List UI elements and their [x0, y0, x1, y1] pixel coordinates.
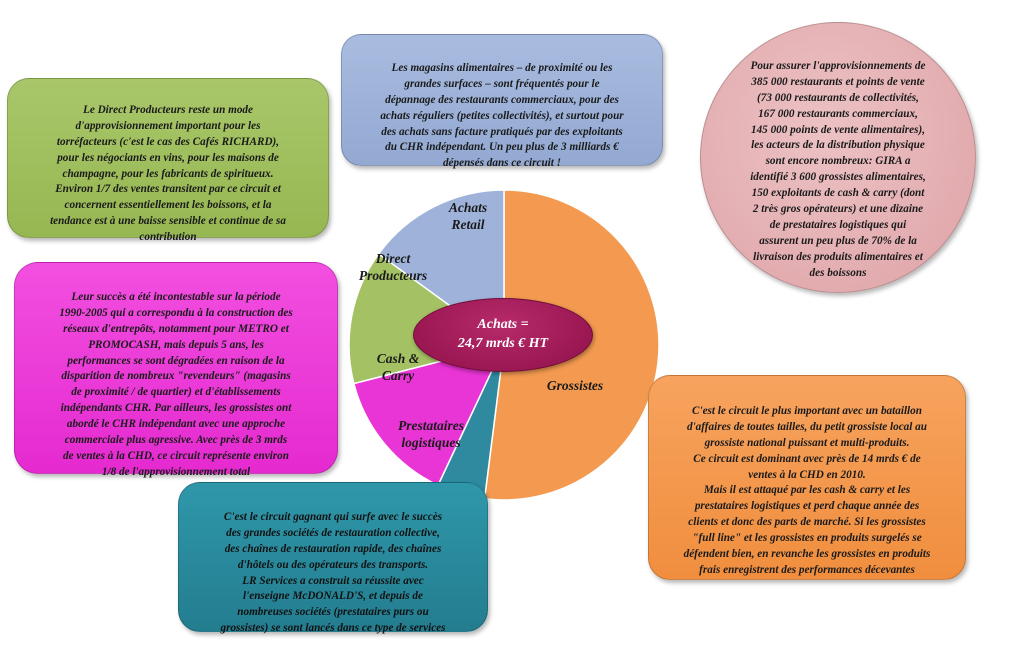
center-label-line1: Achats =	[477, 317, 529, 333]
cash-carry-info-box: Leur succès a été incontestable sur la p…	[14, 262, 338, 478]
pie-label-grossistes: Grossistes	[546, 378, 604, 393]
prestataires-text: C'est le circuit gagnant qui surfe avec …	[220, 510, 446, 635]
pie-label-prestataires: Prestataires logistiques	[398, 418, 464, 450]
cash-carry-text: Leur succès a été incontestable sur la p…	[59, 290, 293, 478]
distribution-actors-text: Pour assurer l'approvisionnements de 385…	[750, 59, 926, 279]
pie-center-total-label: Achats = 24,7 mrds € HT	[413, 298, 593, 372]
pie-label-retail: Achats Retail	[448, 200, 488, 232]
pie-label-cash: Cash & Carry	[376, 351, 420, 383]
distribution-actors-info-circle: Pour assurer l'approvisionnements de 385…	[700, 22, 976, 293]
grossistes-info-box: C'est le circuit le plus important avec …	[648, 375, 966, 580]
grossistes-text: C'est le circuit le plus important avec …	[683, 404, 931, 576]
center-label-line2: 24,7 mrds € HT	[457, 336, 549, 351]
magasins-alimentaires-info-box: Les magasins alimentaires – de proximité…	[341, 34, 663, 169]
direct-producteurs-text: Le Direct Producteurs reste un mode d'ap…	[50, 103, 286, 244]
pie-label-direct: Direct Producteurs	[358, 251, 428, 283]
prestataires-info-box: C'est le circuit gagnant qui surfe avec …	[178, 482, 488, 634]
direct-producteurs-info-box: Le Direct Producteurs reste un mode d'ap…	[7, 78, 329, 243]
pie-slice-cash-carry	[352, 343, 506, 487]
magasins-alimentaires-text: Les magasins alimentaires – de proximité…	[380, 61, 624, 170]
